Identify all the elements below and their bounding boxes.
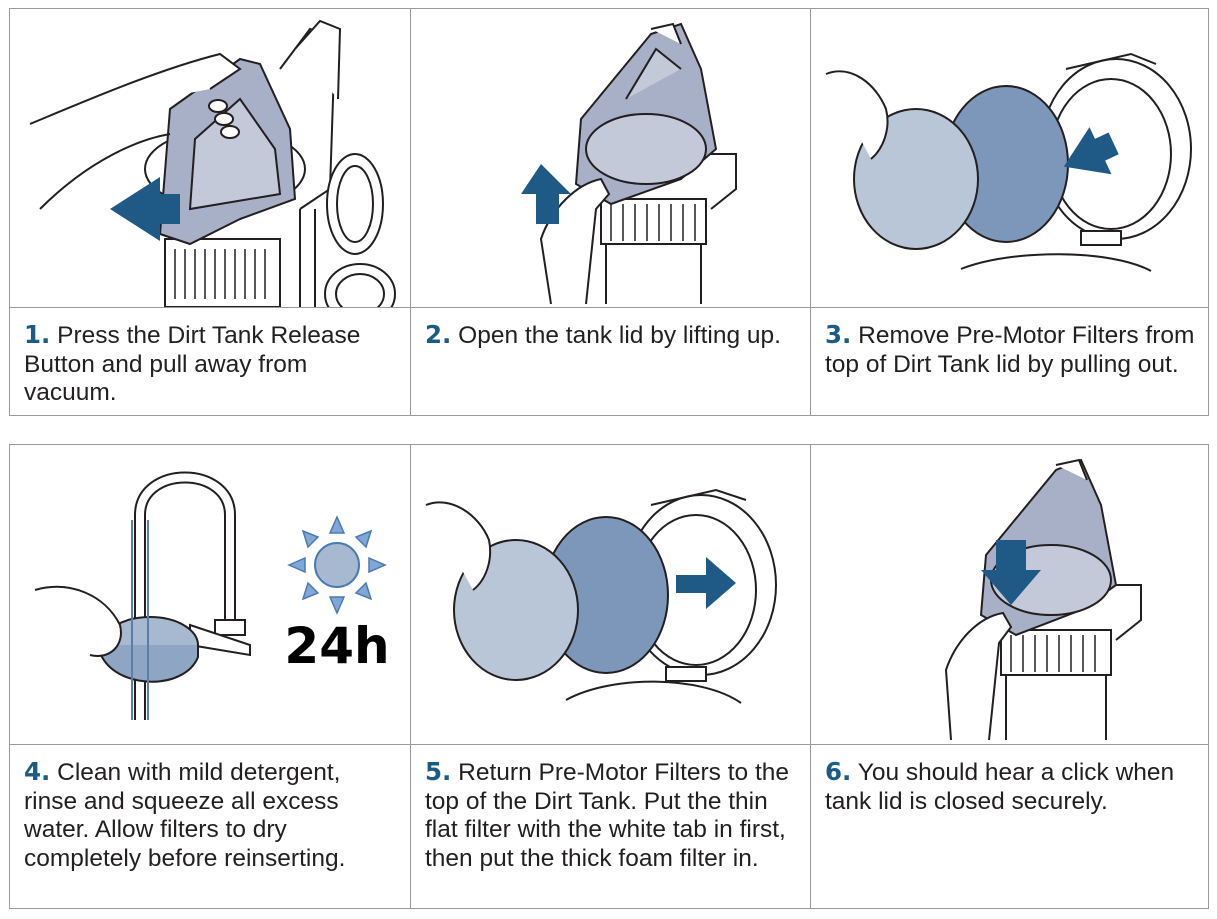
divider bbox=[810, 445, 811, 908]
step-instruction: Clean with mild detergent, rinse and squ… bbox=[24, 759, 346, 872]
arrow-icon bbox=[981, 540, 1041, 605]
step-number: 4. bbox=[24, 757, 51, 786]
steps-panel-top: 1. Press the Dirt Tank Release Button an… bbox=[9, 8, 1209, 416]
step-number: 1. bbox=[24, 320, 51, 349]
arrow-icon bbox=[676, 557, 736, 609]
step-instruction: Remove Pre-Motor Filters from top of Dir… bbox=[825, 322, 1195, 378]
arrow-icon bbox=[1063, 127, 1119, 175]
hand-icon bbox=[425, 501, 492, 591]
step-6-illustration bbox=[811, 445, 1210, 744]
step-1-caption: 1. Press the Dirt Tank Release Button an… bbox=[10, 320, 410, 408]
hand-icon bbox=[34, 585, 122, 657]
divider bbox=[410, 445, 411, 908]
step-5-caption: 5. Return Pre-Motor Filters to the top o… bbox=[411, 757, 810, 873]
divider bbox=[10, 307, 1208, 308]
step-5-illustration bbox=[411, 445, 810, 744]
step-number: 3. bbox=[825, 320, 852, 349]
dry-time-label: 24h bbox=[284, 617, 389, 675]
step-2-caption: 2. Open the tank lid by lifting up. bbox=[411, 320, 810, 351]
sun-icon bbox=[287, 515, 387, 615]
hand-icon bbox=[944, 611, 1013, 741]
step-instruction: You should hear a click when tank lid is… bbox=[825, 759, 1175, 815]
step-number: 6. bbox=[825, 757, 852, 786]
step-1-illustration bbox=[10, 9, 410, 307]
arrow-icon bbox=[110, 177, 180, 241]
step-number: 2. bbox=[425, 320, 452, 349]
step-3-caption: 3. Remove Pre-Motor Filters from top of … bbox=[811, 320, 1210, 379]
divider bbox=[810, 9, 811, 415]
step-3-illustration bbox=[811, 9, 1210, 307]
steps-panel-bottom: 24h bbox=[9, 444, 1209, 909]
step-2-illustration bbox=[411, 9, 810, 307]
arrow-icon bbox=[521, 164, 571, 224]
step-6-caption: 6. You should hear a click when tank lid… bbox=[811, 757, 1210, 816]
divider bbox=[10, 744, 1208, 745]
step-number: 5. bbox=[425, 757, 452, 786]
divider bbox=[410, 9, 411, 415]
step-instruction: Open the tank lid by lifting up. bbox=[458, 322, 781, 349]
step-instruction: Return Pre-Motor Filters to the top of t… bbox=[425, 759, 790, 872]
step-instruction: Press the Dirt Tank Release Button and p… bbox=[24, 322, 361, 406]
step-4-illustration: 24h bbox=[10, 445, 410, 744]
faucet-icon bbox=[134, 471, 251, 720]
step-4-caption: 4. Clean with mild detergent, rinse and … bbox=[10, 757, 410, 873]
